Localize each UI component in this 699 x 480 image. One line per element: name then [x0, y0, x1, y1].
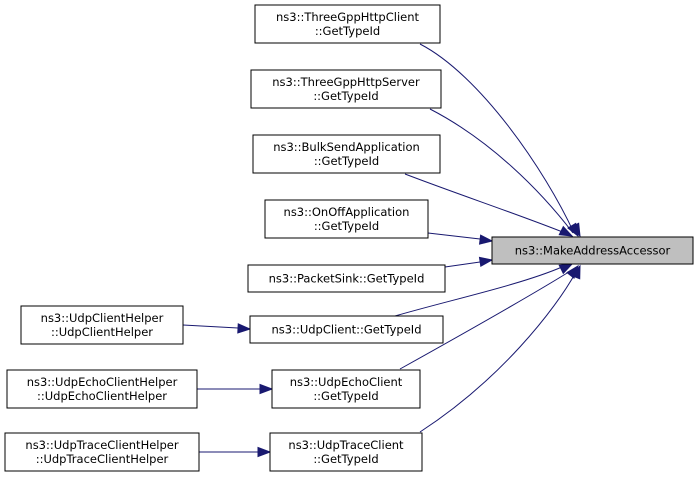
- edge-arrowhead: [259, 383, 274, 395]
- node-box: [249, 315, 444, 344]
- node-box: [4, 432, 200, 472]
- edge-onoff-to-mkaddr: [427, 232, 494, 245]
- edge-line: [182, 324, 239, 329]
- node-label-line: ns3::ThreeGppHttpClient: [276, 10, 420, 24]
- edge-line: [419, 43, 575, 234]
- node-label-line: ns3::UdpTraceClient: [288, 438, 404, 452]
- edge-arrowhead: [558, 225, 574, 237]
- node-label-line: ::GetTypeId: [314, 154, 379, 168]
- edge-line: [427, 232, 481, 240]
- edge-bulksend-to-mkaddr: [404, 173, 574, 237]
- edge-line: [444, 261, 481, 268]
- node-label-line: ::GetTypeId: [313, 452, 378, 466]
- node-box: [264, 199, 429, 239]
- node-udpechohelper[interactable]: ns3::UdpEchoClientHelper::UdpEchoClientH…: [6, 369, 198, 409]
- edge-arrowhead: [478, 234, 494, 245]
- edge-line: [404, 173, 566, 234]
- node-label-line: ns3::UdpEchoClient: [290, 375, 403, 389]
- node-label-line: ns3::UdpClient::GetTypeId: [271, 323, 421, 337]
- node-udpecho[interactable]: ns3::UdpEchoClient::GetTypeId: [271, 369, 421, 409]
- node-bulksend[interactable]: ns3::BulkSendApplication::GetTypeId: [252, 134, 441, 174]
- node-label-line: ::UdpEchoClientHelper: [37, 389, 167, 403]
- node-label-line: ns3::BulkSendApplication: [273, 140, 420, 154]
- edge-udptrace-to-mkaddr: [419, 264, 581, 433]
- edge-arrowhead: [558, 263, 574, 275]
- node-box: [6, 369, 198, 409]
- node-label-line: ::UdpClientHelper: [51, 325, 153, 339]
- node-label-line: ::GetTypeId: [315, 24, 380, 38]
- node-label-line: ns3::UdpClientHelper: [41, 311, 164, 325]
- edge-arrowhead: [478, 256, 494, 268]
- edge-udpechohelper-to-udpecho: [197, 383, 274, 395]
- edge-tgpp_client-to-mkaddr: [419, 43, 581, 238]
- edge-udpclient-to-mkaddr: [394, 263, 574, 317]
- edge-line: [419, 271, 577, 433]
- edge-udptracehelper-to-udptrace: [199, 446, 272, 458]
- node-packetsink[interactable]: ns3::PacketSink::GetTypeId: [247, 264, 446, 293]
- node-box: [254, 4, 441, 44]
- graph-edges: [182, 43, 581, 458]
- node-udpclienthelper[interactable]: ns3::UdpClientHelper::UdpClientHelper: [20, 305, 184, 345]
- node-box: [247, 264, 446, 293]
- node-tgpp_server[interactable]: ns3::ThreeGppHttpServer::GetTypeId: [250, 69, 442, 109]
- node-label-line: ns3::OnOffApplication: [284, 205, 410, 219]
- node-label-line: ns3::MakeAddressAccessor: [515, 244, 671, 258]
- edge-tgpp_server-to-mkaddr: [429, 108, 579, 238]
- node-tgpp_client[interactable]: ns3::ThreeGppHttpClient::GetTypeId: [254, 4, 441, 44]
- node-box: [271, 369, 421, 409]
- edge-arrowhead: [237, 323, 252, 334]
- edge-udpclienthelper-to-udpclient: [182, 323, 252, 334]
- edge-arrowhead: [570, 264, 581, 280]
- node-label-line: ::GetTypeId: [314, 219, 379, 233]
- node-udptracehelper[interactable]: ns3::UdpTraceClientHelper::UdpTraceClien…: [4, 432, 200, 472]
- node-label-line: ::GetTypeId: [313, 89, 378, 103]
- node-label-line: ::UdpTraceClientHelper: [36, 452, 169, 466]
- edge-line: [399, 269, 573, 370]
- edge-line: [429, 108, 574, 234]
- node-udpclient[interactable]: ns3::UdpClient::GetTypeId: [249, 315, 444, 344]
- edge-arrowhead: [257, 446, 272, 458]
- node-box: [252, 134, 441, 174]
- graph-nodes: ns3::MakeAddressAccessor ns3::ThreeGppHtt…: [4, 4, 694, 472]
- node-box: [269, 432, 423, 472]
- node-box: [250, 69, 442, 109]
- node-label-line: ::GetTypeId: [313, 389, 378, 403]
- node-label-line: ns3::UdpEchoClientHelper: [27, 375, 178, 389]
- edge-arrowhead: [567, 222, 579, 238]
- node-box: [20, 305, 184, 345]
- node-onoff[interactable]: ns3::OnOffApplication::GetTypeId: [264, 199, 429, 239]
- node-udptrace[interactable]: ns3::UdpTraceClient::GetTypeId: [269, 432, 423, 472]
- edge-packetsink-to-mkaddr: [444, 256, 494, 268]
- node-label-line: ns3::ThreeGppHttpServer: [272, 75, 420, 89]
- node-label-line: ns3::UdpTraceClientHelper: [25, 438, 178, 452]
- node-focus-mkaddr[interactable]: ns3::MakeAddressAccessor: [491, 236, 694, 265]
- node-box: [491, 236, 694, 265]
- edge-line: [394, 266, 563, 317]
- node-label-line: ns3::PacketSink::GetTypeId: [269, 272, 425, 286]
